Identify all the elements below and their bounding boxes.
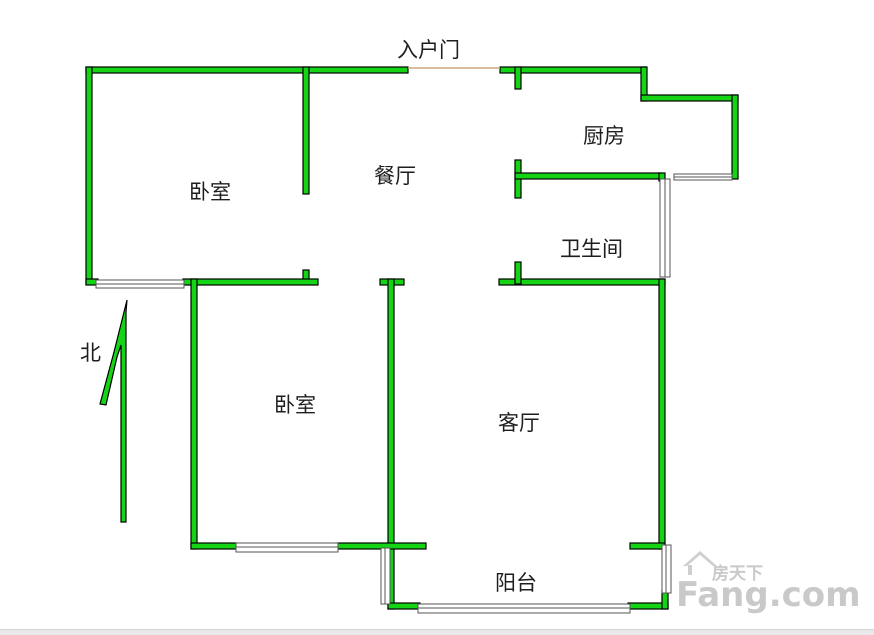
watermark-house-icon xyxy=(683,551,717,575)
windows xyxy=(95,67,733,614)
wall-mid-right xyxy=(498,278,666,286)
watermark: 房天下 Fang.com xyxy=(676,551,861,615)
walls xyxy=(85,66,739,610)
bottom-scroll-edge xyxy=(0,629,874,635)
wall-living-bottom-stub xyxy=(629,542,666,550)
label-entry-door: 入户门 xyxy=(397,38,460,62)
wall-bedroom-bottom-a xyxy=(190,542,238,550)
wall-bedroom-top-bottom-b xyxy=(182,278,319,286)
wall-kitchen-step-h xyxy=(640,94,739,102)
label-bathroom: 卫生间 xyxy=(560,237,623,261)
label-bedroom-bottom: 卧室 xyxy=(274,393,316,417)
wall-kitchen-bath-h xyxy=(514,172,662,180)
wall-top-left xyxy=(85,66,409,74)
wall-bedroom-dining xyxy=(302,66,310,195)
wall-kitchen-right xyxy=(731,94,739,180)
watermark-brand: Fang.com xyxy=(676,575,861,615)
label-dining: 餐厅 xyxy=(374,164,416,188)
wall-kitchen-stub-top xyxy=(514,66,522,90)
wall-bedroom-bottom-left xyxy=(190,278,198,550)
wall-bath-stub xyxy=(514,261,522,285)
watermark-cn: 房天下 xyxy=(712,563,763,584)
wall-balcony-bottom-left xyxy=(387,602,421,610)
label-bedroom-top: 卧室 xyxy=(189,180,231,204)
north-arrow xyxy=(99,299,128,523)
label-living: 客厅 xyxy=(498,411,540,435)
label-balcony: 阳台 xyxy=(495,571,537,595)
label-north: 北 xyxy=(80,341,101,365)
label-kitchen: 厨房 xyxy=(583,124,625,148)
wall-left xyxy=(85,66,93,285)
room-labels: 入户门 卧室 餐厅 厨房 卫生间 卧室 客厅 阳台 北 xyxy=(80,38,625,595)
wall-top-right xyxy=(499,66,647,74)
wall-living-right xyxy=(658,278,666,550)
